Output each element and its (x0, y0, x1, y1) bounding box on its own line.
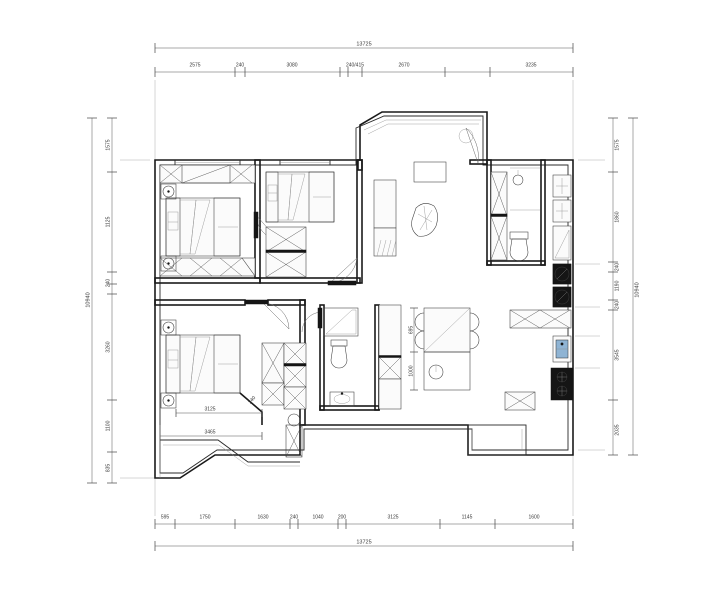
coffee-table (423, 351, 471, 391)
toilet-secondary (330, 339, 348, 369)
kitchen-sink (552, 335, 572, 363)
left-seg-2: 240 (105, 279, 111, 288)
left-overall-label: 10940 (85, 292, 91, 307)
refrigerator (552, 225, 572, 261)
right-seg-4: 240 (614, 301, 620, 310)
interior-dim-bedroom-three: 3125 3465 240 (159, 395, 263, 440)
top-overall-label: 13725 (356, 41, 371, 47)
right-overall-label: 10940 (634, 282, 640, 297)
interior-dim-1: 3465 (204, 429, 215, 435)
entry-area (363, 119, 481, 257)
top-seg-0: 2575 (189, 62, 200, 68)
right-dimension-segments: 1575 1860 240 1190 240 3545 2035 (608, 117, 620, 456)
room-bathroom-secondary (301, 307, 359, 407)
window-master (174, 160, 241, 165)
bottom-seg-2: 1630 (257, 514, 268, 520)
interior-dim-0: 3125 (204, 406, 215, 412)
top-dimension-segments: 2575 240 3080 240/415 2670 3235 (154, 62, 574, 77)
tv-cabinet (504, 391, 536, 411)
double-bed-master (165, 197, 241, 257)
nightstand-three-top (160, 319, 177, 336)
nightstand-three-bottom (160, 392, 177, 409)
interior-dim-4: 1000 (408, 365, 414, 376)
washing-machine-1 (552, 263, 572, 285)
storage-cabinet-corridor (378, 304, 402, 410)
bottom-seg-0: 595 (161, 514, 170, 520)
right-seg-3: 1190 (614, 280, 620, 291)
entry-door (458, 127, 479, 164)
right-seg-1: 1860 (614, 211, 620, 222)
right-seg-0: 1575 (614, 139, 620, 150)
shower-secondary (323, 307, 359, 337)
double-bed-three (165, 334, 241, 394)
room-bedroom-two (265, 160, 358, 286)
kitchen-counter (509, 309, 572, 329)
wardrobe-master-lower (159, 257, 256, 277)
wardrobe-master (159, 164, 256, 184)
bottom-seg-8: 1600 (528, 514, 539, 520)
door-bathroom-secondary (301, 307, 323, 333)
right-seg-5: 3545 (614, 349, 620, 360)
room-bedroom-three: 3125 3465 240 (159, 299, 307, 440)
nightstand-master-top (160, 183, 177, 200)
bottom-seg-6: 3125 (387, 514, 398, 520)
kitchen-cabinet-upper-2 (552, 199, 572, 223)
wardrobe-two (265, 226, 307, 278)
window-bedroom-two (279, 160, 331, 165)
left-seg-5: 835 (105, 464, 111, 473)
right-dimension-overall: 10940 (628, 117, 640, 456)
bottom-seg-4: 1040 (312, 514, 323, 520)
shoe-cabinet (373, 179, 397, 257)
washbasin-secondary (329, 391, 355, 407)
balcony-utility (285, 413, 303, 458)
top-seg-2: 3080 (286, 62, 297, 68)
bottom-overall-label: 13725 (356, 539, 371, 545)
bottom-seg-5: 200 (338, 514, 347, 520)
toilet-main (509, 231, 529, 262)
gas-stove (550, 367, 574, 401)
room-master-bedroom (159, 160, 279, 277)
interior-dim-3: 695 (408, 326, 414, 335)
extension-lines (120, 80, 605, 516)
bottom-dimension-segments: 595 1750 1630 240 1040 200 3125 1145 160… (154, 514, 574, 529)
double-bed-two (265, 171, 335, 223)
room-bathroom-main (490, 167, 540, 262)
interior-dim-dining: 695 1000 (408, 307, 418, 391)
top-seg-5: 3235 (525, 62, 536, 68)
door-bedroom-two (327, 257, 358, 286)
bottom-dimension-overall: 13725 (154, 539, 574, 551)
left-dimension-overall: 10940 (85, 117, 97, 484)
kitchen-cabinet-upper-1 (552, 174, 572, 198)
nightstand-master-bottom (160, 255, 177, 272)
left-seg-3: 3260 (105, 341, 111, 352)
bottom-bay (467, 424, 527, 456)
bottom-seg-3: 240 (290, 514, 299, 520)
top-seg-1: 240 (236, 62, 245, 68)
washing-machine-2 (552, 286, 572, 308)
shower-main (490, 171, 508, 261)
left-dimension-segments: 1575 1125 240 3260 1100 835 (105, 117, 117, 484)
room-kitchen (509, 174, 600, 401)
left-seg-0: 1575 (105, 139, 111, 150)
left-seg-4: 1100 (105, 420, 111, 431)
bottom-seg-7: 1145 (462, 514, 473, 520)
top-seg-3: 240/415 (346, 62, 364, 68)
wardrobe-three (261, 342, 307, 410)
washbasin-main (512, 170, 524, 186)
interior-dim-2: 240 (247, 395, 257, 405)
door-bedroom-three (244, 299, 290, 330)
bottom-seg-1: 1750 (199, 514, 210, 520)
top-dimension-overall: 13725 (154, 41, 574, 53)
left-seg-1: 1125 (105, 216, 111, 227)
room-south-balcony (159, 413, 303, 478)
decor-plant (411, 203, 438, 237)
right-seg-6: 2035 (614, 424, 620, 435)
top-seg-4: 2670 (398, 62, 409, 68)
room-living-dining: 695 1000 (408, 307, 536, 411)
dining-table (414, 307, 480, 353)
right-seg-2: 240 (614, 263, 620, 272)
